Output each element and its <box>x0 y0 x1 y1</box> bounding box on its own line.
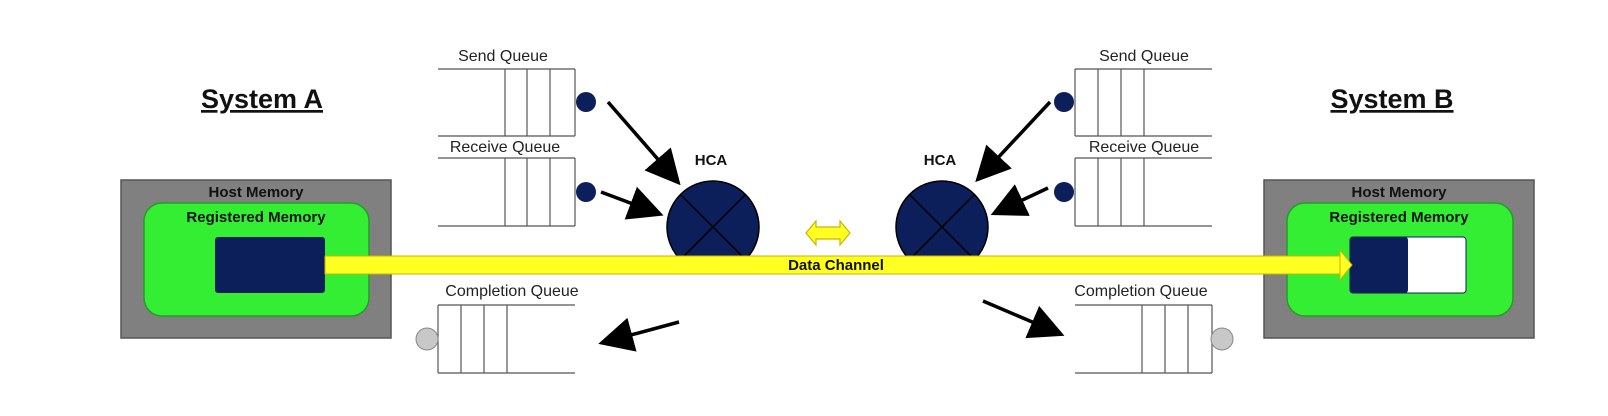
arrow-a-send-to-hca <box>606 100 681 186</box>
system-a-title: System A <box>201 84 323 114</box>
bidirectional-arrow-icon <box>805 219 851 247</box>
system-a-completion-queue-dot <box>415 327 439 351</box>
system-a-completion-queue-label: Completion Queue <box>445 283 579 300</box>
system-b-receive-queue: Receive Queue <box>1054 139 1212 227</box>
system-b-receive-queue-dot <box>1054 182 1074 202</box>
arrow-a-receive-to-hca <box>600 186 664 220</box>
system-b-completion-queue-label: Completion Queue <box>1074 283 1208 300</box>
arrow-a-to-completion <box>598 317 680 352</box>
system-a-send-queue: Send Queue <box>438 48 596 137</box>
system-a-receive-queue-label: Receive Queue <box>450 139 560 156</box>
system-a-completion-queue: Completion Queue <box>415 283 579 374</box>
system-b-host-memory-label: Host Memory <box>1351 184 1447 201</box>
arrow-b-to-completion <box>982 299 1065 339</box>
system-a-hca-label: HCA <box>695 152 728 169</box>
data-channel: Data Channel <box>324 248 1353 282</box>
system-b-send-queue-dot <box>1054 92 1074 112</box>
arrow-b-receive-to-hca <box>990 184 1049 216</box>
system-a-hca: HCA <box>666 152 760 274</box>
data-channel-label: Data Channel <box>788 257 884 274</box>
system-a-receive-queue: Receive Queue <box>438 139 596 227</box>
system-a-send-queue-label: Send Queue <box>458 48 548 65</box>
system-b-buffer-filled <box>1350 237 1408 293</box>
arrow-b-send-to-hca <box>975 100 1052 183</box>
system-a-registered-memory-label: Registered Memory <box>186 209 326 226</box>
system-a-host-memory-label: Host Memory <box>208 184 304 201</box>
system-a-send-queue-dot <box>576 92 596 112</box>
system-b-title: System B <box>1330 84 1453 114</box>
system-b-registered-memory-label: Registered Memory <box>1329 209 1469 226</box>
system-a-receive-queue-dot <box>576 182 596 202</box>
system-b-send-queue: Send Queue <box>1054 48 1212 137</box>
system-b-host-memory: Host Memory Registered Memory <box>1263 179 1535 339</box>
system-b-completion-queue: Completion Queue <box>1074 283 1234 374</box>
system-b-hca-label: HCA <box>924 152 957 169</box>
system-b-completion-queue-dot <box>1210 327 1234 351</box>
system-a-buffer <box>215 237 325 293</box>
system-b-hca: HCA <box>895 152 989 274</box>
system-b-receive-queue-label: Receive Queue <box>1089 139 1199 156</box>
system-b-send-queue-label: Send Queue <box>1099 48 1189 65</box>
data-channel-arrowhead <box>1339 248 1353 282</box>
